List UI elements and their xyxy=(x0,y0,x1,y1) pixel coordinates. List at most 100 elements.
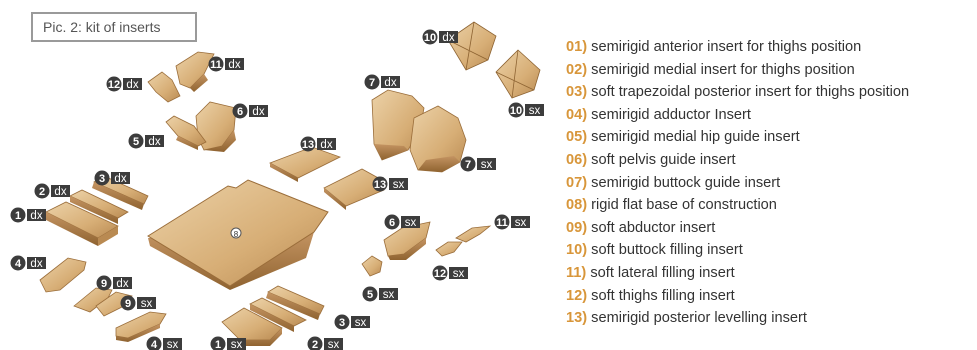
legend-text: semirigid medial hip guide insert xyxy=(591,129,800,146)
label-number: 3 xyxy=(339,317,345,329)
legend-text: soft pelvis guide insert xyxy=(591,151,736,168)
legend-item: 13) semirigid posterior levelling insert xyxy=(566,307,909,330)
label-side: dx xyxy=(384,77,396,89)
label-number: 13 xyxy=(374,179,386,191)
label-side-badge xyxy=(317,138,336,150)
label-number-badge xyxy=(422,29,438,45)
label-number-badge xyxy=(146,336,162,350)
legend-number: 11) xyxy=(566,264,587,281)
label-number-badge xyxy=(208,56,224,72)
legend-number: 05) xyxy=(566,129,588,146)
insert-11-sx xyxy=(455,225,492,243)
label-side: dx xyxy=(30,210,42,222)
insert-13-dx xyxy=(269,146,342,179)
legend-number: 10) xyxy=(566,242,588,259)
legend-number: 07) xyxy=(566,174,588,191)
legend-item: 02) semirigid medial insert for thighs p… xyxy=(566,59,909,82)
label-side-badge xyxy=(379,288,398,300)
label-number-badge xyxy=(120,295,136,311)
legend-text: soft buttock filling insert xyxy=(591,242,743,259)
legend-number: 04) xyxy=(566,106,588,123)
label-number: 2 xyxy=(312,339,318,350)
insert-label-11-dx: 11 dx xyxy=(208,56,244,72)
label-side: dx xyxy=(116,278,128,290)
label-number: 12 xyxy=(434,268,446,280)
label-side: dx xyxy=(228,59,240,71)
label-number-badge xyxy=(34,183,50,199)
legend-number: 01) xyxy=(566,39,588,55)
insert-label-3-sx: 3 sx xyxy=(334,314,370,330)
legend-text: semirigid medial insert for thighs posit… xyxy=(591,61,855,78)
legend-item: 12) soft thighs filling insert xyxy=(566,285,909,308)
label-side-badge xyxy=(227,338,246,350)
label-side-badge xyxy=(381,76,400,88)
label-number: 3 xyxy=(99,173,105,185)
legend-text: soft trapezoidal posterior insert for th… xyxy=(591,84,910,101)
label-side-badge xyxy=(477,158,496,170)
base-marker-circle xyxy=(230,227,242,239)
label-number-badge xyxy=(494,214,510,230)
label-side: dx xyxy=(30,258,42,270)
label-number-badge xyxy=(10,255,26,271)
label-number-badge xyxy=(106,76,122,92)
label-side: sx xyxy=(355,317,367,329)
label-side-badge xyxy=(439,31,458,43)
insert-12-sx xyxy=(435,241,463,257)
legend-item: 06) soft pelvis guide insert xyxy=(566,149,909,172)
label-side: dx xyxy=(320,139,332,151)
label-number-badge xyxy=(432,265,448,281)
legend-text: semirigid adductor Insert xyxy=(591,106,751,123)
label-number: 9 xyxy=(101,278,107,290)
legend-text: soft thighs filling insert xyxy=(591,287,735,304)
label-number-badge xyxy=(460,156,476,172)
label-side-badge xyxy=(27,209,46,221)
label-side: sx xyxy=(405,217,417,229)
insert-10-dx xyxy=(447,21,497,71)
label-number: 11 xyxy=(210,59,222,71)
label-number-badge xyxy=(508,102,524,118)
insert-09-dx xyxy=(73,287,113,313)
label-side: sx xyxy=(529,105,541,117)
legend-item: 07) semirigid buttock guide insert xyxy=(566,172,909,195)
label-side-badge xyxy=(113,277,132,289)
label-number: 10 xyxy=(510,105,522,117)
label-number: 6 xyxy=(389,217,395,229)
label-side-badge xyxy=(225,58,244,70)
label-side: sx xyxy=(141,298,153,310)
legend-item: 01) semirigid anterior insert for thighs… xyxy=(566,36,909,59)
label-side: dx xyxy=(126,79,138,91)
legend-item: 08) rigid flat base of construction xyxy=(566,194,909,217)
legend-text: semirigid anterior insert for thighs pos… xyxy=(591,39,862,55)
label-side-badge xyxy=(123,78,142,90)
legend-text: soft lateral filling insert xyxy=(590,264,735,281)
label-side-badge xyxy=(51,185,70,197)
insert-label-3-dx: 3 dx xyxy=(94,170,130,186)
legend-number: 13) xyxy=(566,310,588,327)
label-side-badge xyxy=(449,267,468,279)
label-number-badge xyxy=(94,170,110,186)
label-number: 9 xyxy=(125,298,131,310)
insert-02-sx xyxy=(249,297,307,327)
insert-03-sx xyxy=(267,285,325,315)
insert-label-6-sx: 6 sx xyxy=(384,214,420,230)
label-side: sx xyxy=(481,159,493,171)
label-number: 4 xyxy=(151,339,158,350)
label-number: 10 xyxy=(424,32,436,44)
label-side: dx xyxy=(114,173,126,185)
label-number-badge xyxy=(364,74,380,90)
label-side: sx xyxy=(231,339,243,350)
legend-text: soft abductor insert xyxy=(591,219,716,236)
label-side-badge xyxy=(249,105,268,117)
